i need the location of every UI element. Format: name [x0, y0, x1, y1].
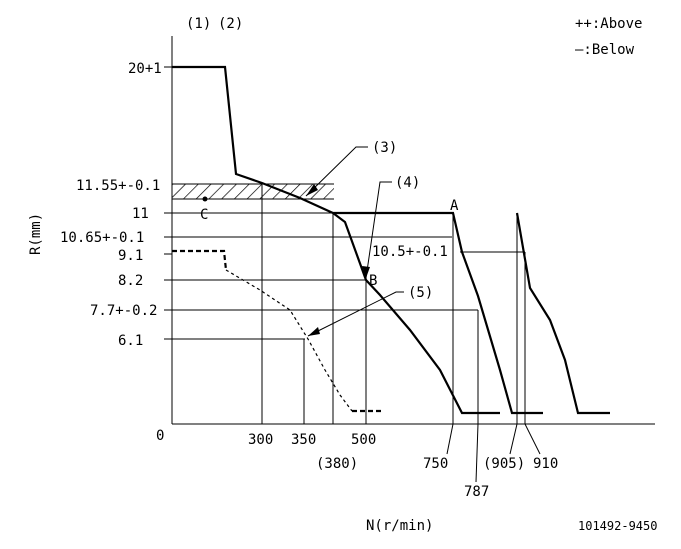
x-tick-350: 350 — [291, 432, 316, 448]
callout-3: (3) — [372, 140, 397, 156]
x-tick-500: 500 — [351, 432, 376, 448]
leader-5-arrow — [308, 327, 320, 336]
curve-right — [515, 212, 610, 415]
curve-5-dashed — [172, 249, 228, 271]
drawing-number: 101492-9450 — [578, 519, 657, 533]
curve-main — [172, 65, 543, 415]
point-a: A — [450, 198, 459, 214]
callout-5: (5) — [408, 285, 433, 301]
y-tick-6-1: 6.1 — [118, 333, 143, 349]
curve-4 — [332, 212, 500, 415]
legend-above: ++:Above — [575, 16, 642, 32]
leader-4-arrow — [362, 266, 370, 278]
origin-label: 0 — [156, 428, 164, 444]
callout-4: (4) — [395, 175, 420, 191]
x-axis-label: N(r/min) — [366, 518, 433, 534]
y-tick-9-1: 9.1 — [118, 248, 143, 264]
x-tick-380: (380) — [316, 456, 358, 472]
y-tick-8-2: 8.2 — [118, 273, 143, 289]
label-1: (1) — [186, 16, 211, 32]
label-2: (2) — [218, 16, 243, 32]
y-tick-11-55: 11.55+-0.1 — [76, 178, 160, 194]
leader-3 — [305, 146, 368, 197]
y-axis-label: R(mm) — [28, 213, 44, 255]
point-c: C — [200, 207, 208, 223]
legend-below: —:Below — [575, 42, 635, 58]
y-tick-20: 20+1 — [128, 61, 162, 77]
point-c-dot — [202, 196, 208, 202]
x-tick-905: (905) — [483, 456, 525, 472]
value-10-5: 10.5+-0.1 — [372, 244, 448, 260]
x-tick-750: 750 — [423, 456, 448, 472]
leader-3-arrow — [306, 184, 318, 196]
y-tick-10-65: 10.65+-0.1 — [60, 230, 144, 246]
x-tick-910: 910 — [533, 456, 558, 472]
point-b: B — [369, 273, 377, 289]
x-tick-787: 787 — [464, 484, 489, 500]
curve-5 — [225, 269, 353, 412]
y-tick-7-7: 7.7+-0.2 — [90, 303, 157, 319]
leader-5 — [307, 291, 404, 337]
y-tick-11: 11 — [132, 206, 149, 222]
leader-4 — [365, 181, 392, 279]
x-tick-300: 300 — [248, 432, 273, 448]
